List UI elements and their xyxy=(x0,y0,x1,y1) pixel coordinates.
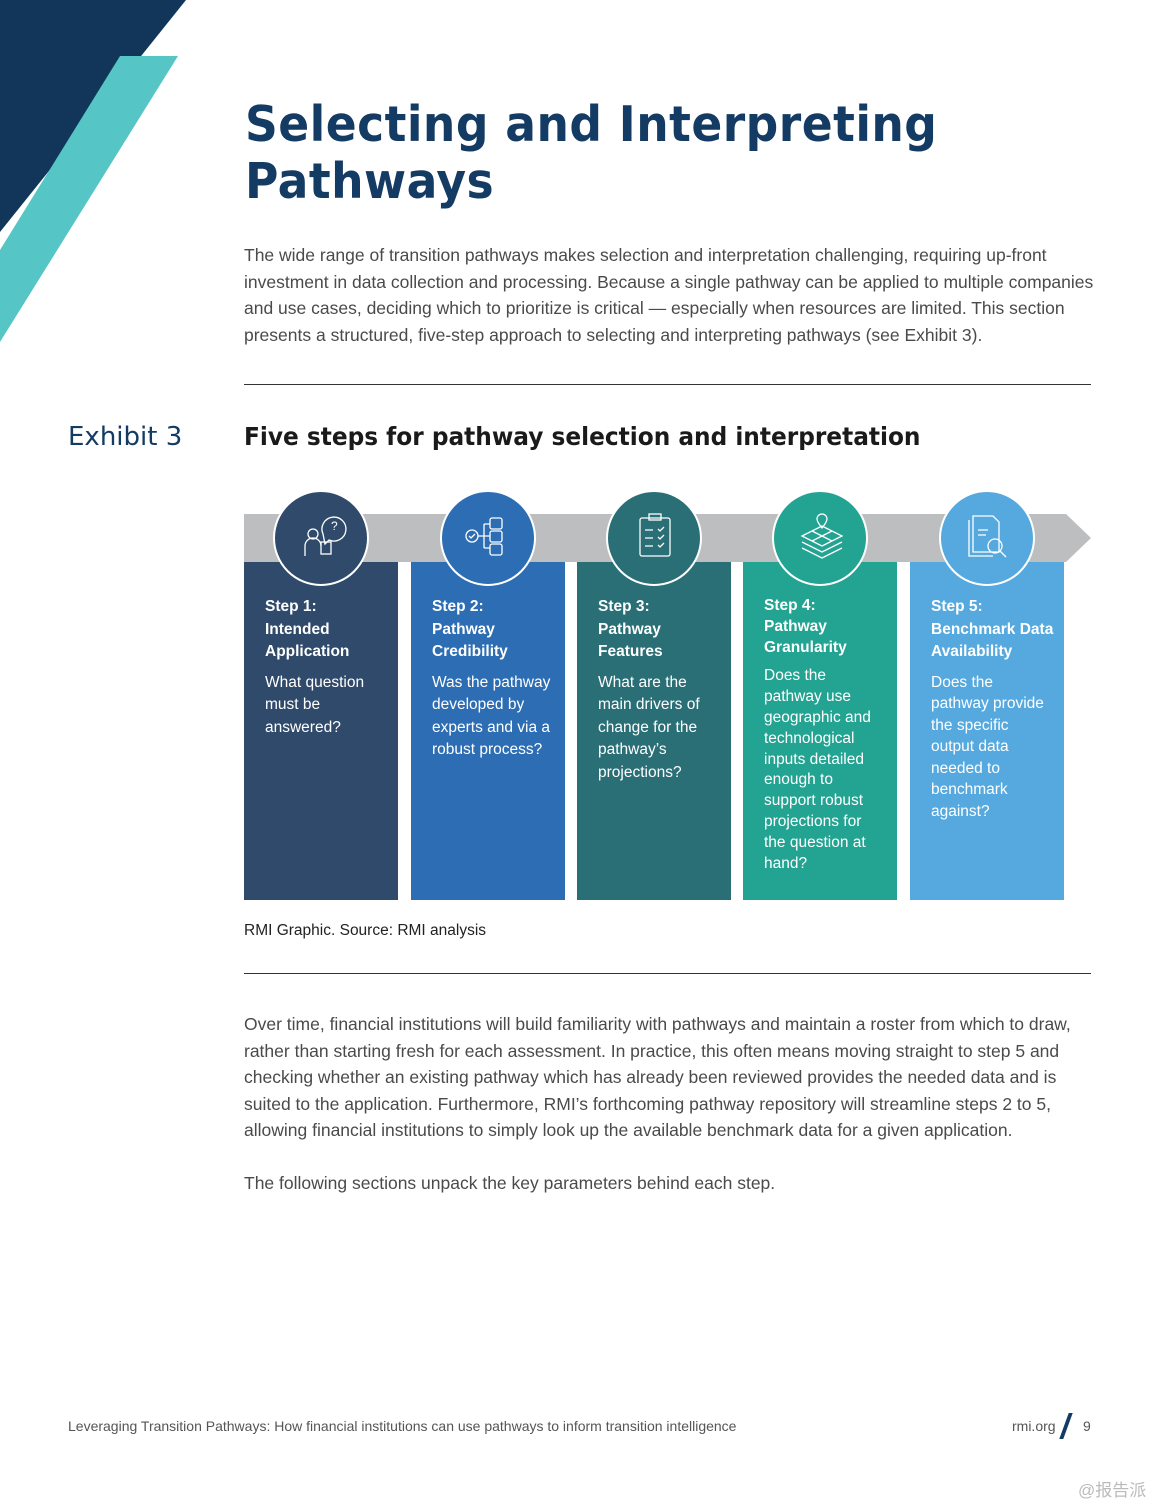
step-name: Pathway Credibility xyxy=(432,620,508,661)
footer-site-link[interactable]: rmi.org xyxy=(1012,1418,1056,1434)
exhibit-title: Five steps for pathway selection and int… xyxy=(244,422,921,451)
step-title: Step 2: Pathway Credibility xyxy=(432,596,555,664)
step-title: Step 3: Pathway Features xyxy=(598,596,721,664)
page-title: Selecting and Interpreting Pathways xyxy=(245,96,938,210)
flowchart-check-icon xyxy=(440,490,536,586)
source-note: RMI Graphic. Source: RMI analysis xyxy=(244,922,487,939)
step-number: Step 1: xyxy=(265,598,317,615)
body-paragraph: Over time, financial institutions will b… xyxy=(244,1014,1071,1140)
step-name: Benchmark Data Availability xyxy=(931,620,1054,661)
person-question-icon: ? xyxy=(273,490,369,586)
divider xyxy=(244,384,1091,385)
step-name: Intended Application xyxy=(265,620,350,661)
arrow-head xyxy=(1066,514,1091,562)
slash-divider xyxy=(1059,1413,1073,1439)
step-title: Step 1: Intended Application xyxy=(265,596,388,664)
step-number: Step 2: xyxy=(432,598,484,615)
step-description: Does the pathway provide the specific ou… xyxy=(931,673,1044,820)
step-number: Step 4: xyxy=(764,597,816,614)
divider xyxy=(244,973,1091,974)
corner-decoration xyxy=(0,0,186,342)
step-description: Does the pathway use geographic and tech… xyxy=(764,667,871,872)
footer-text: Leveraging Transition Pathways: How fina… xyxy=(68,1418,737,1434)
watermark: @报告派 xyxy=(1078,1481,1147,1500)
map-layers-icon xyxy=(772,490,868,586)
step-description: What question must be answered? xyxy=(265,673,365,736)
step-name: Pathway Features xyxy=(598,620,663,661)
page-number: 9 xyxy=(1083,1418,1091,1434)
clipboard-checklist-icon xyxy=(606,490,702,586)
intro-paragraph: The wide range of transition pathways ma… xyxy=(244,245,1094,345)
svg-text:?: ? xyxy=(331,519,338,533)
document-search-icon xyxy=(939,490,1035,586)
step-number: Step 3: xyxy=(598,598,650,615)
exhibit-label: Exhibit 3 xyxy=(68,422,183,452)
step-description: Was the pathway developed by experts and… xyxy=(432,673,551,759)
step-description: What are the main drivers of change for … xyxy=(598,673,700,781)
step-title: Step 4: Pathway Granularity xyxy=(764,596,887,658)
step-number: Step 5: xyxy=(931,598,983,615)
step-title: Step 5: Benchmark Data Availability xyxy=(931,596,1054,664)
step-name: Pathway Granularity xyxy=(764,617,847,656)
body-paragraph-2: The following sections unpack the key pa… xyxy=(244,1173,776,1193)
